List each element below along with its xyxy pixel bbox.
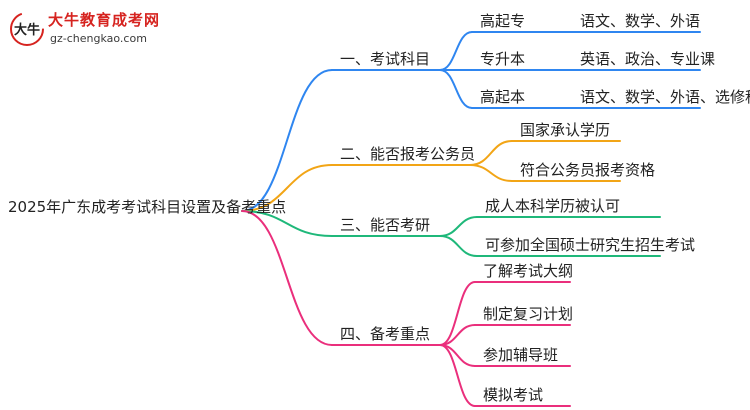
logo-url: gz-chengkao.com <box>50 32 147 45</box>
branch-3-label: 三、能否考研 <box>340 216 431 234</box>
site-logo[interactable]: 大牛 大牛教育成考网 gz-chengkao.com <box>8 8 178 50</box>
child-detail: 英语、政治、专业课 <box>580 50 716 68</box>
child-label: 模拟考试 <box>483 386 544 404</box>
child-connector <box>439 344 476 407</box>
logo-badge-icon: 大牛 <box>10 12 44 46</box>
root-topic: 2025年广东成考考试科目设置及备考重点 <box>8 198 287 216</box>
child-label: 高起专 <box>480 12 526 30</box>
child-connector <box>439 31 473 71</box>
child-label: 参加辅导班 <box>483 346 559 364</box>
child-connector <box>439 216 478 237</box>
child-label: 国家承认学历 <box>520 121 611 139</box>
branch-4-label: 四、备考重点 <box>340 325 431 343</box>
branch-2-label: 二、能否报考公务员 <box>340 145 476 163</box>
child-connector <box>439 69 473 109</box>
child-connector <box>439 235 478 257</box>
branch-connector <box>241 210 333 346</box>
branch-1-label: 一、考试科目 <box>340 50 431 68</box>
child-detail: 语文、数学、外语、选修科目 <box>580 88 750 106</box>
child-label: 高起本 <box>480 88 526 106</box>
child-label: 专升本 <box>480 50 526 68</box>
branch-connector <box>241 69 333 212</box>
child-label: 可参加全国硕士研究生招生考试 <box>485 236 696 254</box>
child-label: 成人本科学历被认可 <box>485 197 621 215</box>
logo-badge-text: 大牛 <box>14 22 40 38</box>
child-connector <box>439 281 476 346</box>
branch-connector <box>241 210 333 237</box>
logo-title: 大牛教育成考网 <box>48 11 161 29</box>
child-connector <box>469 140 513 166</box>
child-label: 符合公务员报考资格 <box>520 161 656 179</box>
child-connector <box>469 164 513 182</box>
child-label: 了解考试大纲 <box>483 262 574 280</box>
child-label: 制定复习计划 <box>483 305 574 323</box>
child-detail: 语文、数学、外语 <box>580 12 701 30</box>
branch-connector <box>241 164 333 212</box>
